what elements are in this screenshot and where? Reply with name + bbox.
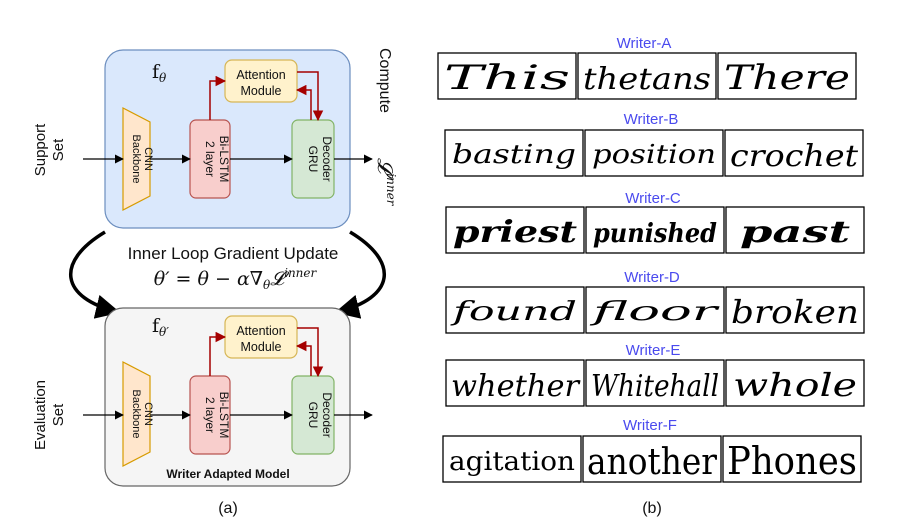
handwritten-word: floor [589,297,720,327]
curved-arrow-left [68,230,121,319]
writer-adapted-label: Writer Adapted Model [166,467,289,481]
backbone-cnn-bottom [122,361,151,467]
handwritten-word: punished [593,219,717,249]
word-box [584,129,724,177]
word-box [445,286,585,334]
attention-label-1-bottom: Attention [236,324,285,338]
word-box [722,435,862,483]
word-box [725,206,865,254]
svg-text:Compute: Compute [376,48,393,113]
handwritten-word: crochet [730,139,859,174]
word-box [442,435,582,483]
writer-label: Writer-A [617,35,672,52]
support-set-label-1: Support [32,123,49,176]
handwritten-word: another [587,442,718,483]
handwritten-word: priest [453,215,577,250]
inner-loop-title: Inner Loop Gradient Update [128,244,339,263]
handwritten-word: past [740,215,850,250]
caption-b: (b) [642,500,662,517]
word-box [577,52,717,100]
evaluation-set-label-2: Set [50,403,67,426]
caption-a: (a) [218,500,238,517]
handwritten-word: whole [733,366,857,404]
word-box [585,286,725,334]
evaluation-set-label-1: Evaluation [32,380,49,450]
word-box [585,206,725,254]
word-box [445,359,585,407]
writer-label: Writer-F [623,417,677,434]
bilstm-label-1: 2 layer [203,141,217,177]
writer-label: Writer-D [624,269,680,286]
word-box [724,129,864,177]
attention-label-2: Module [241,84,282,98]
writer-label: Writer-C [625,190,681,207]
handwritten-word: whether [451,369,581,404]
red-arrow-attn-gru-top [297,71,324,122]
backbone-label-2: CNN [142,147,154,171]
word-box [582,435,722,483]
bilstm-label-2-bottom: Bi-LSTM [217,392,231,439]
word-box [585,359,725,407]
word-box [437,52,577,100]
red-arrow-lstm-attn-bottom [209,331,227,376]
word-box [725,286,865,334]
bilstm-label-2: Bi-LSTM [217,136,231,183]
writer-label: Writer-E [626,342,681,359]
attention-label-2-bottom: Module [241,340,282,354]
writer-label: Writer-B [624,111,679,128]
backbone-cnn-top [122,107,151,211]
handwritten-word: basting [452,140,576,170]
backbone-label-1: Backbone [130,135,142,184]
handwritten-word: broken [731,293,859,331]
bilstm-label-1-bottom: 2 layer [203,397,217,433]
gru-label-2: Decoder [320,136,334,181]
f-theta-label: fθ [152,61,167,85]
panel-b: Writer-A This thetans There Writer-B bas… [437,35,865,517]
handwritten-word: found [450,297,577,327]
handwritten-word: This [444,58,570,98]
inner-loop-equation: θ′ = θ − α∇θ𝓛inner [154,266,318,292]
support-set-label-2: Set [50,138,67,161]
red-arrow-attn-gru-bottom [297,327,324,378]
word-box [444,129,584,177]
panel-a: fθ Attention Module Backbone CNN 2 layer… [32,48,398,517]
handwritten-word: There [724,58,850,98]
word-box [445,206,585,254]
gru-label-1-bottom: GRU [306,402,320,429]
backbone-label-1-bottom: Backbone [130,390,142,439]
compute-loss-label: Compute 𝓛inner [373,48,398,207]
word-box [725,359,865,407]
handwritten-word: agitation [449,447,575,477]
gru-label-1: GRU [306,146,320,173]
curved-arrow-right [334,230,387,319]
red-arrow-gru-attn-top [295,84,312,120]
handwritten-word: Whitehall [591,369,719,404]
handwritten-word: position [592,140,716,170]
red-arrow-lstm-attn-top [209,75,227,120]
svg-text:𝓛inner: 𝓛inner [373,158,398,207]
handwritten-word: thetans [583,62,711,97]
handwritten-word: Phones [727,439,857,483]
red-arrow-gru-attn-bottom [295,340,312,376]
attention-label-1: Attention [236,68,285,82]
backbone-label-2-bottom: CNN [142,402,154,426]
word-box [717,52,857,100]
gru-label-2-bottom: Decoder [320,392,334,437]
f-theta-prime-label: fθ′ [152,315,169,339]
